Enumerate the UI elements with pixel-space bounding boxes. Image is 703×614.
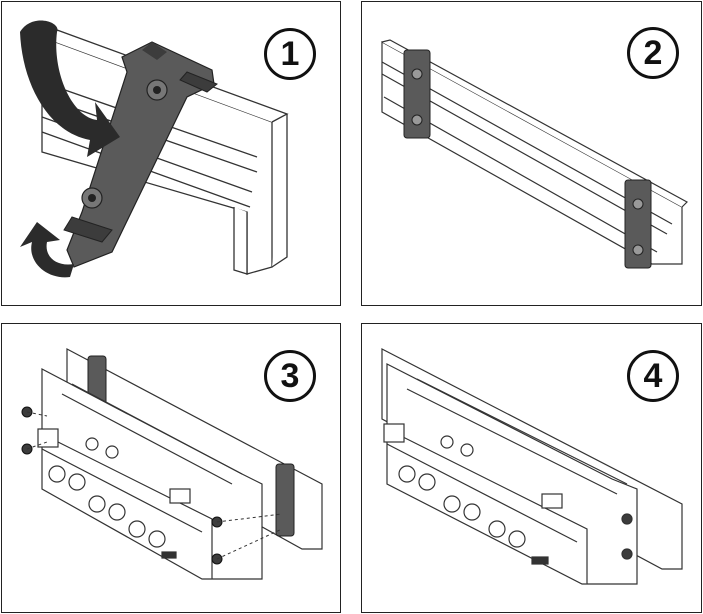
step-number-badge: 2 [627,27,679,79]
controller-housing [37,368,263,580]
step-1-panel: 1 [1,1,341,306]
step-3-panel: 3 [1,323,341,613]
screw-icon [21,406,283,565]
step-4-illustration [381,348,683,585]
mounting-bracket [403,49,652,269]
step-number-badge: 1 [264,28,316,80]
step-number-badge: 4 [627,350,679,402]
step-2-illustration [381,39,688,269]
step-3-illustration [21,348,323,580]
rotate-arrow-icon [20,20,120,278]
step-1-illustration [20,20,289,278]
controller-housing [383,363,638,585]
step-number-badge: 3 [264,350,316,402]
mounting-bracket [63,41,218,268]
step-2-panel: 2 [361,1,702,306]
step-4-panel: 4 [361,323,702,613]
